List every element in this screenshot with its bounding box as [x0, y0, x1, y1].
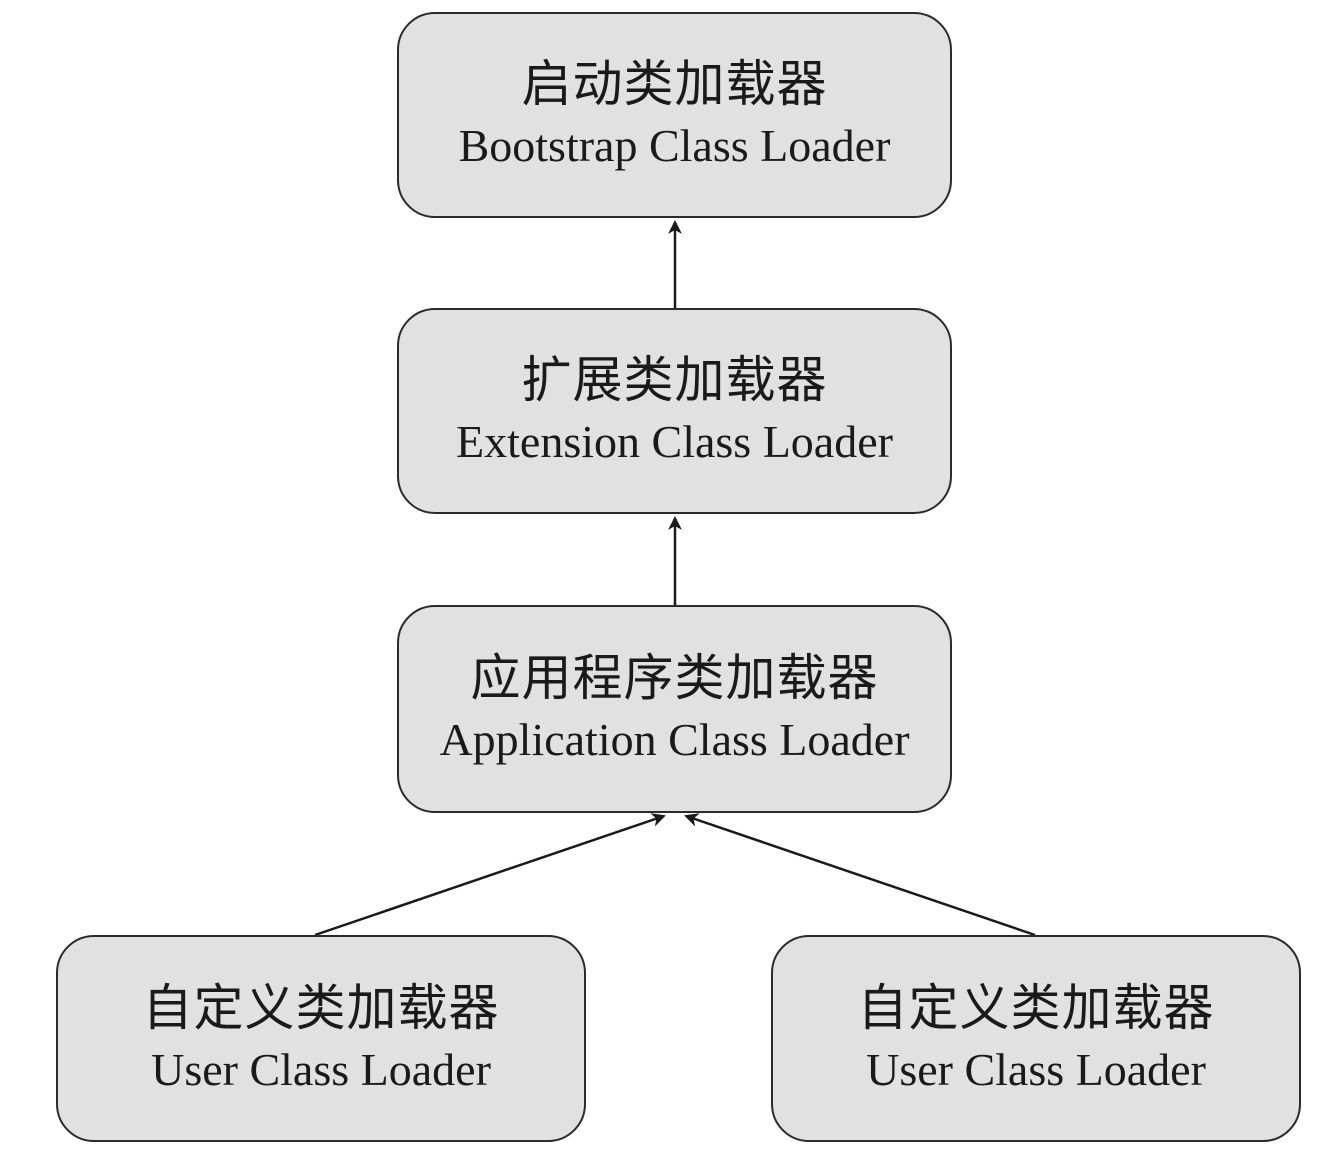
node-bootstrap-en-label: Bootstrap Class Loader [458, 120, 891, 171]
node-extension-zh-label: 扩展类加载器 [521, 351, 828, 409]
arrow-user-right-to-application [684, 813, 1036, 937]
arrow-user-left-to-application [314, 813, 666, 937]
node-extension-class-loader: 扩展类加载器 Extension Class Loader [397, 308, 952, 514]
node-application-zh-label: 应用程序类加载器 [470, 649, 879, 707]
node-user-left-zh-label: 自定义类加载器 [142, 978, 500, 1037]
node-user-right-en-label: User Class Loader [866, 1043, 1206, 1095]
node-user-right-zh-label: 自定义类加载器 [857, 978, 1215, 1037]
node-application-class-loader: 应用程序类加载器 Application Class Loader [397, 605, 952, 813]
node-user-class-loader-right: 自定义类加载器 User Class Loader [771, 935, 1301, 1142]
node-user-class-loader-left: 自定义类加载器 User Class Loader [56, 935, 586, 1142]
node-bootstrap-zh-label: 启动类加载器 [521, 55, 828, 113]
node-application-en-label: Application Class Loader [439, 714, 910, 765]
node-user-left-en-label: User Class Loader [151, 1043, 491, 1095]
node-extension-en-label: Extension Class Loader [456, 416, 893, 467]
node-bootstrap-class-loader: 启动类加载器 Bootstrap Class Loader [397, 12, 952, 218]
